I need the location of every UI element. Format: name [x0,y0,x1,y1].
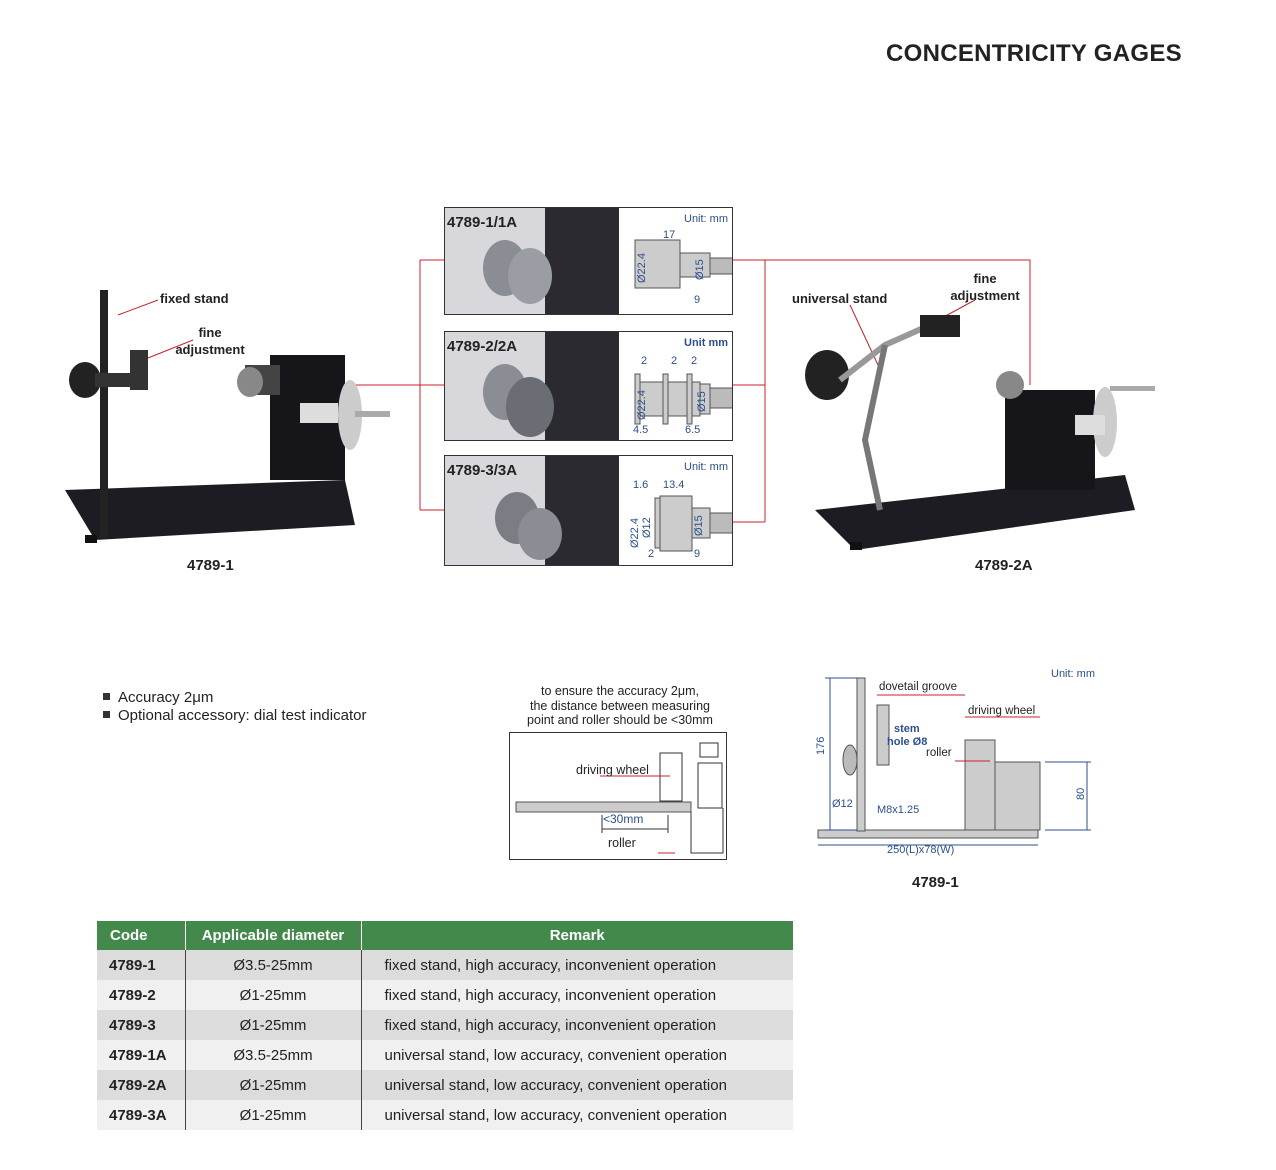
label-fine: fine [198,325,222,340]
caption-drawing: 4789-1 [912,874,959,891]
base-dim: 250(L)x78(W) [887,844,955,856]
product-photo-4789-2A [805,315,1155,550]
h80-dim: 80 [1075,787,1087,800]
svg-text:2: 2 [641,355,647,367]
cell-code: 4789-1A [97,1040,186,1070]
svg-text:Ø22.4: Ø22.4 [636,253,648,283]
cell-code: 4789-3 [97,1010,186,1040]
col-code: Code [97,921,186,950]
roller-label: roller [926,747,952,759]
dovetail-label: dovetail groove [879,681,957,693]
col-diameter: Applicable diameter [185,921,362,950]
label-adjustment: adjustment [950,288,1020,303]
svg-text:9: 9 [694,294,700,306]
svg-text:2: 2 [671,355,677,367]
svg-text:9: 9 [694,548,700,560]
cell-diameter: Ø1-25mm [185,1070,362,1100]
svg-text:Ø22.4: Ø22.4 [636,390,648,420]
cell-diameter: Ø3.5-25mm [185,1040,362,1070]
distance-label: <30mm [603,812,644,826]
cell-diameter: Ø1-25mm [185,1100,362,1130]
connector-lines [117,259,1031,523]
cell-remark: universal stand, low accuracy, convenien… [361,1070,793,1100]
bullet-list: Accuracy 2μm Optional accessory: dial te… [103,689,366,725]
cell-remark: fixed stand, high accuracy, inconvenient… [361,950,793,980]
cell-diameter: Ø1-25mm [185,1010,362,1040]
svg-text:4.5: 4.5 [633,424,648,436]
panel-code: 4789-1/1A [447,214,518,231]
page-title: CONCENTRICITY GAGES [886,40,1182,67]
dia-dim: Ø12 [832,798,853,810]
cell-remark: universal stand, low accuracy, convenien… [361,1100,793,1130]
panel-code: 4789-2/2A [447,338,518,355]
roller-panel-3: 4789-3/3A 1.6 13.4 Ø22.4 Ø12 Ø15 2 9 Unit:… [444,455,733,566]
cell-code: 4789-3A [97,1100,186,1130]
cell-code: 4789-2 [97,980,186,1010]
svg-text:1.6: 1.6 [633,479,648,491]
cell-remark: universal stand, low accuracy, convenien… [361,1040,793,1070]
product-photo-4789-1 [65,290,390,543]
driving-wheel-label: driving wheel [576,763,649,777]
svg-text:Ø12: Ø12 [641,517,653,538]
thread-dim: M8x1.25 [877,804,920,816]
cell-remark: fixed stand, high accuracy, inconvenient… [361,1010,793,1040]
svg-text:Ø22.4: Ø22.4 [629,518,641,548]
unit-label: Unit: mm [684,213,728,225]
roller-panel-1: 4789-1/1A 17 Ø22.4 Ø15 9 Unit: mm [444,207,733,315]
cell-diameter: Ø1-25mm [185,980,362,1010]
cell-code: 4789-1 [97,950,186,980]
svg-text:13.4: 13.4 [663,479,684,491]
driving-wheel-label: driving wheel [968,705,1036,717]
accuracy-note: to ensure the accuracy 2μm,the distance … [527,684,713,727]
label-fixed-stand: fixed stand [160,291,229,306]
svg-text:Ø15: Ø15 [693,515,705,536]
bullet-item: Accuracy 2μm [103,689,366,707]
dimension-drawing: Unit: mm dovetail groove driving wheel s… [805,665,1095,895]
svg-text:Ø15: Ø15 [694,259,706,280]
svg-text:6.5: 6.5 [685,424,700,436]
unit-label: Unit mm [684,337,728,349]
label-fine: fine [973,271,997,286]
bullet-item: Optional accessory: dial test indicator [103,707,366,725]
unit-label: Unit: mm [1051,668,1095,680]
measuring-diagram: driving wheel <30mm roller [509,732,727,860]
dim: 17 [663,229,675,241]
unit-label: Unit: mm [684,461,728,473]
panel-code: 4789-3/3A [447,462,518,479]
height-dim: 176 [815,736,827,755]
roller-panel-2: 4789-2/2A 2 2 2 Ø22.4 Ø15 4.5 6.5 Unit mm [444,331,733,441]
caption-4789-1: 4789-1 [187,557,234,574]
roller-label: roller [608,836,636,850]
label-universal-stand: universal stand [792,291,888,306]
col-remark: Remark [361,921,793,950]
cell-code: 4789-2A [97,1070,186,1100]
svg-text:2: 2 [691,355,697,367]
hole-label: hole Ø8 [887,736,928,748]
cell-remark: fixed stand, high accuracy, inconvenient… [361,980,793,1010]
cell-diameter: Ø3.5-25mm [185,950,362,980]
svg-text:Ø15: Ø15 [696,391,708,412]
svg-text:2: 2 [648,548,654,560]
label-adjustment: adjustment [175,342,245,357]
caption-4789-2A: 4789-2A [975,557,1033,574]
stem-label: stem [894,723,920,735]
